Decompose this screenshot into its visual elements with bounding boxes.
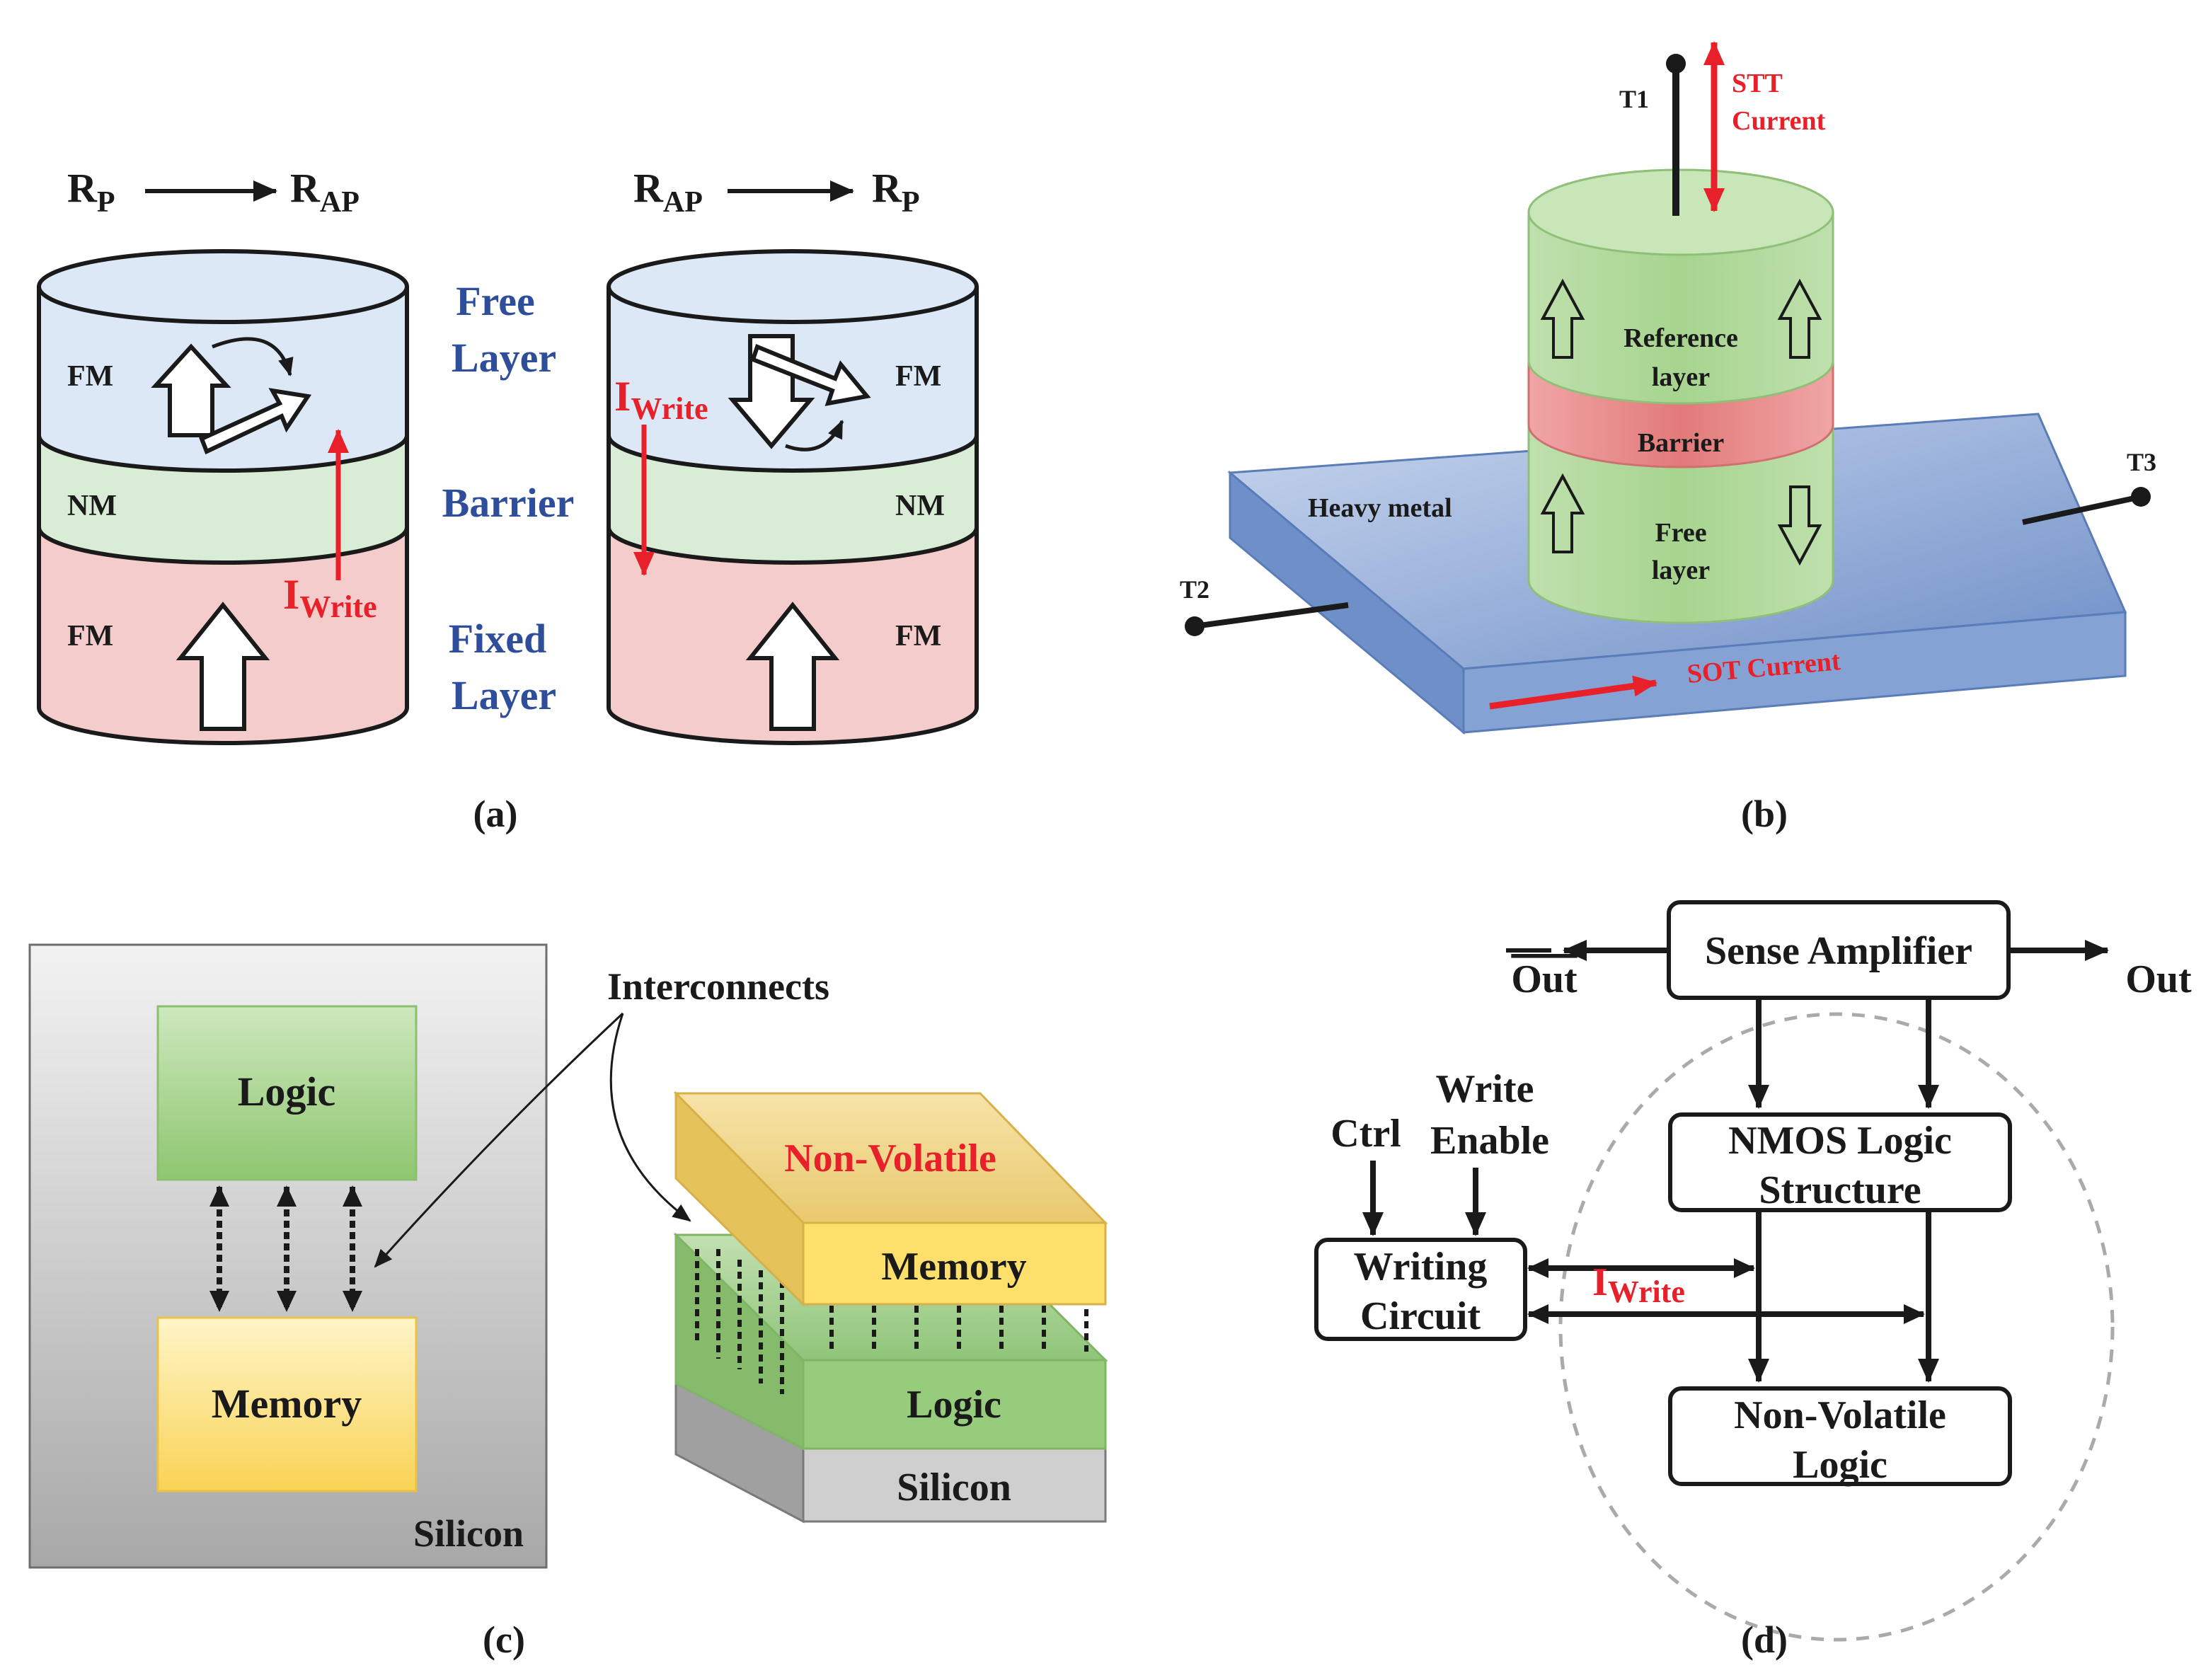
a-right-to: RP <box>872 165 920 219</box>
d-nvl-box <box>1668 1386 2012 1486</box>
d-nvl-label-1: Non-Volatile <box>1734 1393 1946 1437</box>
a-fixed-label-2: Layer <box>452 672 556 718</box>
a-left-cylinder: FM NM FM IWrite <box>37 249 409 745</box>
c-stack-silicon-label: Silicon <box>897 1466 1011 1509</box>
b-t2-terminal-icon <box>1185 616 1205 636</box>
d-nvl-label-2: Logic <box>1793 1443 1887 1487</box>
b-free-label-1: Free <box>1655 518 1706 548</box>
a-free-label-1: Free <box>456 278 535 324</box>
d-nmos-label-1: NMOS Logic <box>1728 1119 1952 1163</box>
panel-d: Sense Amplifier Out Out NMOS Logic Struc… <box>1314 900 2192 1661</box>
b-t3-wire <box>2022 494 2142 525</box>
fixed-up-arrow-icon <box>745 602 840 731</box>
up-arrow-icon <box>151 343 231 437</box>
c-pointer-arrow <box>609 1013 691 1222</box>
c-stack-vias <box>695 1249 1088 1394</box>
d-dashed-region <box>1558 1012 2115 1642</box>
b-t3-terminal-icon <box>2131 487 2151 507</box>
rotation-arrow-icon <box>212 337 294 376</box>
diagonal-arrow-icon <box>750 344 871 406</box>
a-right-mid-label: NM <box>895 490 945 522</box>
b-t2-wire <box>1194 602 1349 629</box>
b-t1-label: T1 <box>1619 85 1649 113</box>
rotation-arrow-icon <box>785 420 844 451</box>
a-left-top-label: FM <box>67 360 113 393</box>
a-right-current-label: IWrite <box>614 373 708 426</box>
diagonal-arrow-icon <box>199 388 312 455</box>
up-arrow-icon <box>1777 278 1822 359</box>
d-writing-box <box>1314 1238 1527 1341</box>
b-reference-label-1: Reference <box>1624 323 1738 353</box>
c-stack-logic <box>802 1359 1107 1450</box>
a-fixed-label-1: Fixed <box>449 616 547 662</box>
a-left-from: RP <box>67 165 115 219</box>
d-writing-label-1: Writing <box>1354 1245 1488 1289</box>
b-stt-label-2: Current <box>1732 106 1826 136</box>
a-left-mid-label: NM <box>67 490 117 522</box>
up-arrow-icon <box>1540 473 1585 553</box>
caption-d: (d) <box>1741 1618 1788 1661</box>
a-right-from: RAP <box>633 165 703 219</box>
d-iwrite-label: IWrite <box>1592 1260 1685 1309</box>
caption-a: (a) <box>473 793 518 835</box>
c-stack-nv-memory <box>802 1221 1107 1306</box>
c-silicon-label: Silicon <box>413 1512 524 1555</box>
c-memory-label: Memory <box>212 1381 362 1427</box>
d-writing-label-2: Circuit <box>1360 1294 1481 1338</box>
a-right-cylinder: FM NM FM IWrite <box>607 249 979 745</box>
caption-b: (b) <box>1741 793 1788 835</box>
b-pillar-top <box>1527 168 1834 256</box>
caption-c: (c) <box>483 1618 525 1661</box>
c-nv-label: Non-Volatile <box>784 1137 996 1180</box>
b-sot-arrow <box>1489 675 1657 710</box>
panel-c: Logic Memory Silicon Interconnects Silic… <box>28 943 1108 1661</box>
c-logic-block <box>156 1005 418 1181</box>
a-barrier-label: Barrier <box>442 480 575 526</box>
a-left-current-label: IWrite <box>283 571 377 624</box>
panel-a: RP RAP RAP RP FM NM FM <box>37 165 979 835</box>
b-reference-label-2: layer <box>1652 362 1710 392</box>
c-memory-block <box>156 1316 418 1492</box>
b-barrier-label: Barrier <box>1638 428 1725 458</box>
b-free-label-2: layer <box>1652 556 1710 585</box>
c-interconnects-label: Interconnects <box>607 965 829 1008</box>
b-stt-label-1: STT <box>1732 69 1783 98</box>
d-write-label-2: Enable <box>1430 1119 1549 1163</box>
d-nmos-box <box>1668 1112 2012 1212</box>
d-out-label: Out <box>2125 957 2192 1001</box>
b-heavy-metal-label: Heavy metal <box>1308 493 1452 523</box>
c-stack-logic-label: Logic <box>907 1383 1001 1427</box>
down-arrow-icon <box>1777 485 1822 566</box>
b-t3-label: T3 <box>2127 448 2156 476</box>
b-t1-terminal-icon <box>1666 54 1686 74</box>
d-write-label-1: Write <box>1436 1067 1534 1111</box>
a-left-to: RAP <box>290 165 360 219</box>
c-pointer-arrow <box>374 1012 624 1268</box>
a-left-bottom-label: FM <box>67 620 113 652</box>
d-ctrl-label: Ctrl <box>1331 1112 1401 1156</box>
a-free-label-2: Layer <box>452 335 556 381</box>
a-right-bottom-label: FM <box>895 620 941 652</box>
a-right-top-label: FM <box>895 360 941 393</box>
fixed-up-arrow-icon <box>176 602 270 731</box>
d-sense-amp-label: Sense Amplifier <box>1705 929 1972 973</box>
up-arrow-icon <box>1540 278 1585 359</box>
c-logic-label: Logic <box>238 1069 336 1115</box>
d-out-bar-label: Out <box>1511 957 1578 1001</box>
c-nv-memory-label: Memory <box>881 1245 1026 1289</box>
b-t2-label: T2 <box>1180 575 1209 604</box>
d-nmos-label-2: Structure <box>1759 1168 1921 1212</box>
panel-b: Heavy metal T2 T3 Reference layer Barrie… <box>1180 41 2156 835</box>
